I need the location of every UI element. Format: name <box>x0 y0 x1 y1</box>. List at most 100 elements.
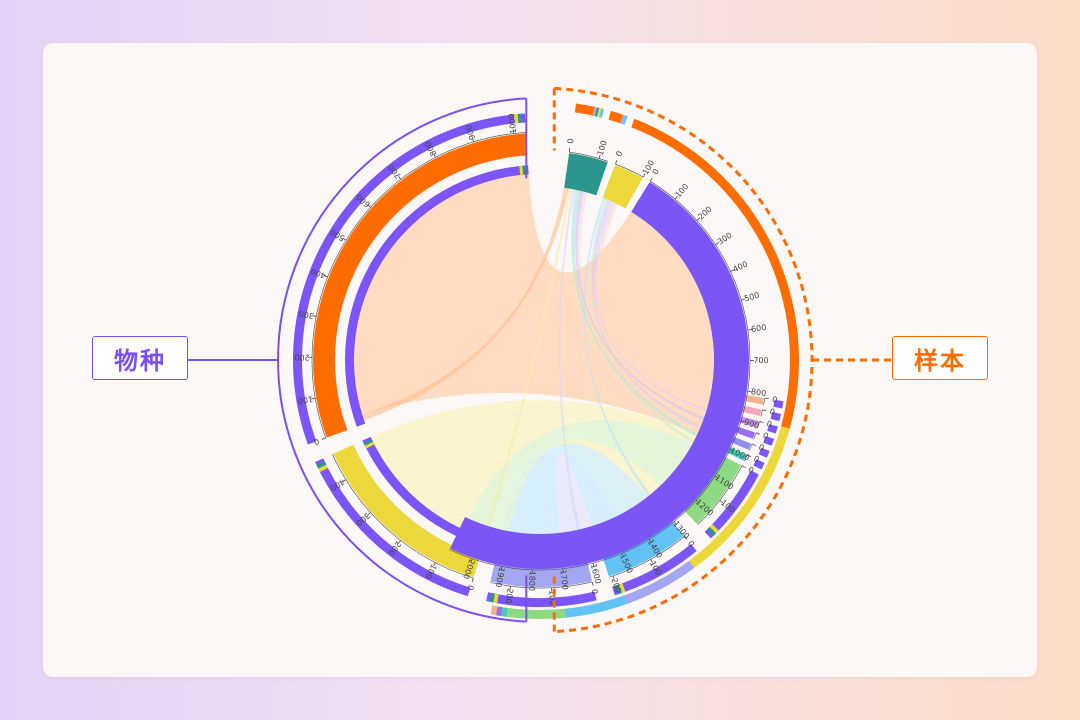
species-tick-label-0-1: 100 <box>297 394 314 405</box>
species-tick-8-0 <box>759 421 764 423</box>
species-tick-10-0 <box>764 397 769 400</box>
species-tick-label-2-0: 0 <box>590 588 600 595</box>
sample-tick-2-8 <box>747 390 752 393</box>
sample-tick-label-2-17: 1700 <box>558 569 569 590</box>
species-outer-marker-teal-0 <box>517 113 523 123</box>
ribbon-7 <box>558 172 584 547</box>
sample-tick-label-2-0: 0 <box>651 167 661 176</box>
species-axis-2 <box>490 581 593 589</box>
species-outer-band-5 <box>753 459 765 470</box>
species-tick-4-0 <box>741 465 746 468</box>
sample-outer-band-0 <box>574 103 595 116</box>
sample-tick-2-5 <box>741 298 746 301</box>
sample-tick-label-2-2: 200 <box>696 205 713 222</box>
species-arc-6 <box>728 435 752 450</box>
species-axis-1 <box>332 454 474 579</box>
species-tick-5-0 <box>747 454 752 458</box>
species-outer-band-1 <box>315 458 471 597</box>
sample-outer-band-13 <box>501 607 508 617</box>
sample-tick-label-2-19: 1900 <box>494 566 507 588</box>
ribbon-0 <box>348 169 731 442</box>
sample-outer-band-4 <box>599 108 604 118</box>
species-outer-marker-teal-1 <box>316 461 327 469</box>
species-tick-1-0 <box>471 577 474 582</box>
species-tick-0-1 <box>311 397 316 400</box>
species-tick-label-0-10: 1000 <box>507 113 518 134</box>
sample-outer-band-11 <box>564 595 627 618</box>
species-axis-10 <box>763 398 766 405</box>
sample-tick-label-2-5: 500 <box>743 290 760 303</box>
species-axis-4 <box>697 465 743 525</box>
species-outer-band-2 <box>486 591 597 607</box>
species-outer-marker-yellow-3 <box>618 583 626 594</box>
species-tick-0-8 <box>433 153 436 158</box>
sample-tick-2-19 <box>500 566 503 571</box>
species-arc-5 <box>723 445 747 461</box>
sample-axis-2 <box>449 180 751 571</box>
species-axis-5 <box>744 454 748 462</box>
species-tick-0-5 <box>342 237 347 241</box>
species-outer-marker-yellow-0 <box>513 114 519 124</box>
species-inner-marker-yellow-0 <box>519 165 524 176</box>
sample-tick-1-1 <box>642 173 646 178</box>
species-axis-6 <box>749 443 753 451</box>
sample-outer-band-5 <box>608 110 624 124</box>
species-inner-marker-yellow-1 <box>364 441 375 449</box>
sample-outer-band-8 <box>631 118 799 429</box>
species-tick-7-0 <box>755 432 760 435</box>
sample-outer-band-1 <box>592 106 597 117</box>
species-axis-3 <box>609 536 685 578</box>
species-tick-0-0 <box>321 437 326 440</box>
species-axis-0 <box>311 132 527 439</box>
species-outer-marker-teal-2 <box>489 592 495 603</box>
sample-tick-1-0 <box>615 160 618 165</box>
sample-tick-2-13 <box>673 521 677 525</box>
species-axis-8 <box>757 421 760 428</box>
sample-outer-band-15 <box>490 605 498 616</box>
species-tick-label-3-2: 200 <box>610 577 623 594</box>
sample-tick-label-2-16: 1600 <box>589 563 603 585</box>
sample-tick-2-15 <box>621 553 624 558</box>
sample-outer-band-3 <box>597 107 602 118</box>
species-arc-0 <box>312 133 528 438</box>
species-tick-3-0 <box>684 536 688 540</box>
sample-tick-label-1-0: 0 <box>614 150 624 158</box>
sample-tick-label-0-1: 100 <box>596 139 609 156</box>
species-outer-band-8 <box>767 424 778 434</box>
species-inner-marker-teal-1 <box>363 439 373 446</box>
sample-axis-1 <box>615 163 644 178</box>
species-arc-3 <box>602 518 684 577</box>
sample-tick-2-2 <box>696 217 701 221</box>
species-tick-label-0-0: 0 <box>312 436 320 446</box>
sample-tick-label-2-1: 100 <box>674 182 691 199</box>
sample-tick-2-12 <box>695 500 700 504</box>
sample-outer-band-7 <box>622 115 628 125</box>
sample-tick-2-16 <box>592 563 595 568</box>
species-tick-label-0-3: 300 <box>298 309 315 321</box>
species-tick-1-4 <box>342 479 347 483</box>
species-outer-band-3 <box>612 544 697 596</box>
species-arc-8 <box>735 415 759 428</box>
sample-outer-band-10 <box>623 560 695 604</box>
species-outer-marker-teal-3 <box>615 584 622 595</box>
sample-tick-2-1 <box>674 195 678 200</box>
species-tick-0-3 <box>312 315 317 317</box>
sample-outer-band-12 <box>506 607 566 619</box>
species-outer-band-9 <box>770 412 782 422</box>
species-tick-0-9 <box>472 137 474 143</box>
sample-tick-2-4 <box>730 269 735 272</box>
sample-tick-0-1 <box>598 154 601 159</box>
sample-tick-2-11 <box>714 475 719 479</box>
sample-bracket <box>554 86 814 634</box>
species-tick-label-5-0: 0 <box>752 454 760 464</box>
species-outer-band-10 <box>773 399 784 409</box>
sample-tick-2-0 <box>649 177 653 182</box>
sample-tick-2-20 <box>470 558 473 563</box>
sample-tick-0-0 <box>568 148 571 153</box>
species-arc-7 <box>732 425 756 439</box>
species-tick-4-1 <box>719 499 724 504</box>
species-label: 物种 <box>92 336 188 380</box>
sample-label: 样本 <box>892 336 988 380</box>
